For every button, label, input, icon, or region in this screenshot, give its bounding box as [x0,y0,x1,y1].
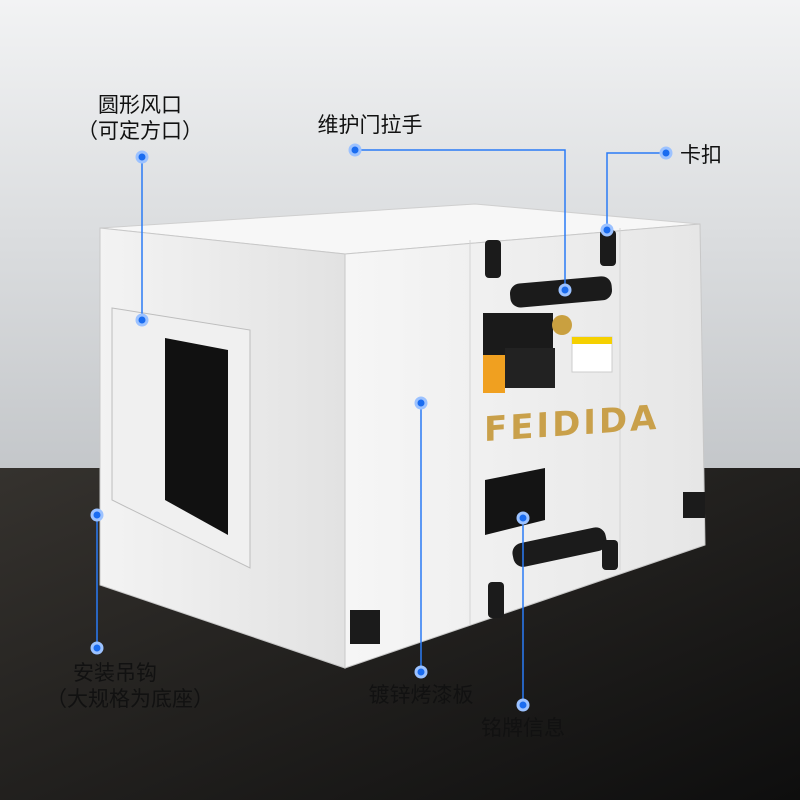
callout-dot [414,396,428,410]
callout-panel: 镀锌烤漆板 [368,683,474,707]
callout-nameplate: 铭牌信息 [481,716,565,740]
callout-clip: 卡扣 [680,143,722,167]
mount-hook [350,610,380,644]
callout-hook: 安装吊钩 （大规格为底座） [46,660,214,712]
callout-air-outlet: 圆形风口 （可定方口） [77,92,203,144]
callout-dot [600,223,614,237]
callout-dot [516,698,530,712]
clip [600,230,616,266]
callout-dot [135,313,149,327]
callout-lines [96,149,666,705]
callout-door-handle: 维护门拉手 [317,113,423,137]
callout-air-outlet-line1: 圆形风口 [98,93,182,117]
callout-dot [659,146,673,160]
gold-seal [552,315,572,335]
clip [602,540,618,570]
clip [488,582,504,618]
callout-dots [90,143,673,712]
callout-hook-line2: （大规格为底座） [46,687,214,711]
callout-dot [90,508,104,522]
callout-dot [516,511,530,525]
callout-dot [558,283,572,297]
air-outlet-opening [165,338,228,535]
nameplate [485,468,545,535]
callout-air-outlet-line2: （可定方口） [77,119,203,143]
callout-dot [348,143,362,157]
clip [485,240,501,278]
mount-hook [683,492,705,518]
door-handle-bottom [512,527,607,567]
warning-label [483,355,505,393]
callout-dot [135,150,149,164]
callout-dot [414,665,428,679]
info-label [505,348,555,388]
callout-hook-line1: 安装吊钩 [73,661,157,685]
callout-dot [90,641,104,655]
